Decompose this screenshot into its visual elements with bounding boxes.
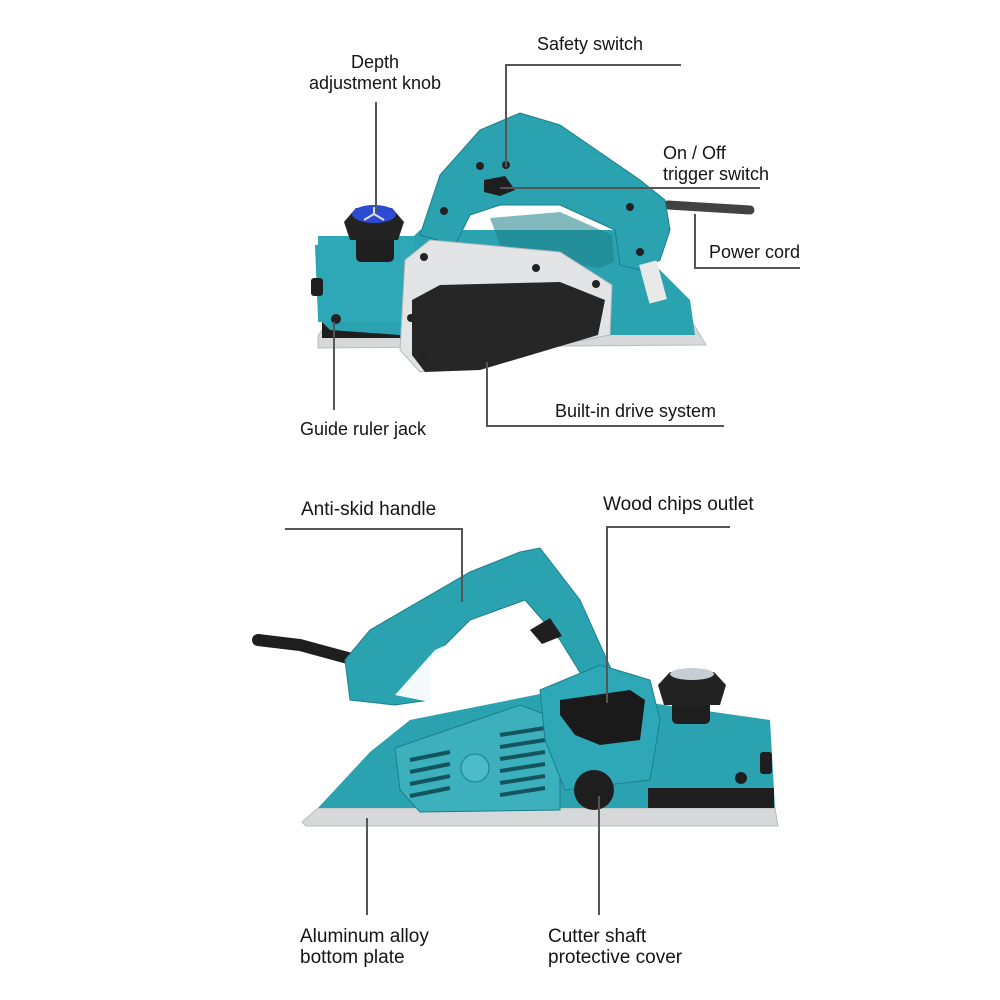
bottom-base-strip xyxy=(648,788,774,808)
label-on-off-trigger-switch: On / Off trigger switch xyxy=(663,143,769,185)
label-cutter-shaft-protective-cover: Cutter shaft protective cover xyxy=(548,926,682,968)
label-safety-switch: Safety switch xyxy=(537,34,643,55)
label-line: Depth xyxy=(350,52,400,72)
bottom-guide-knob xyxy=(760,752,772,774)
label-line: trigger switch xyxy=(663,164,770,184)
bottom-leader-lines xyxy=(285,526,730,915)
bottom-aluminum-plate-shape xyxy=(301,807,779,827)
top-planer-illustration xyxy=(311,112,755,373)
power-cord-cable xyxy=(663,200,755,215)
label-power-cord: Power cord xyxy=(709,242,800,263)
label-depth-adjustment-knob: Depth adjustment knob xyxy=(300,52,450,94)
label-line: adjustment knob xyxy=(308,73,442,93)
bottom-depth-knob xyxy=(658,668,726,724)
bottom-handle xyxy=(344,547,626,706)
bottom-cutter-cover-shape xyxy=(574,770,614,810)
bottom-planer-illustration xyxy=(252,547,779,827)
bottom-chips-outlet-opening xyxy=(560,690,645,745)
label-line: Safety switch xyxy=(537,34,644,54)
top-spec-sticker xyxy=(639,260,667,304)
top-depth-knob xyxy=(344,205,404,262)
bottom-trigger xyxy=(530,618,562,644)
label-line: Wood chips outlet xyxy=(603,494,754,515)
label-guide-ruler-jack: Guide ruler jack xyxy=(300,419,426,440)
label-line: bottom plate xyxy=(300,947,405,968)
label-wood-chips-outlet: Wood chips outlet xyxy=(603,494,754,515)
bottom-handle-opening xyxy=(395,622,555,702)
bottom-vent-cap xyxy=(460,753,490,783)
label-line: Anti-skid handle xyxy=(301,499,437,520)
label-line: Guide ruler jack xyxy=(300,419,427,439)
top-trigger xyxy=(484,176,515,196)
bottom-guide-hole xyxy=(735,772,747,784)
top-drive-cover xyxy=(412,282,605,372)
label-aluminum-alloy-bottom-plate: Aluminum alloy bottom plate xyxy=(300,926,429,968)
label-anti-skid-handle: Anti-skid handle xyxy=(301,499,436,520)
label-built-in-drive-system: Built-in drive system xyxy=(555,401,716,422)
label-line: Built-in drive system xyxy=(555,401,717,421)
top-guide-ruler-knob xyxy=(311,278,323,296)
label-line: Aluminum alloy xyxy=(300,926,429,947)
top-handle-opening xyxy=(490,212,614,268)
top-leader-lines xyxy=(333,64,800,427)
label-line: protective cover xyxy=(548,947,683,968)
label-line: On / Off xyxy=(663,143,726,163)
label-line: Power cord xyxy=(709,242,801,262)
label-line: Cutter shaft xyxy=(548,926,647,947)
